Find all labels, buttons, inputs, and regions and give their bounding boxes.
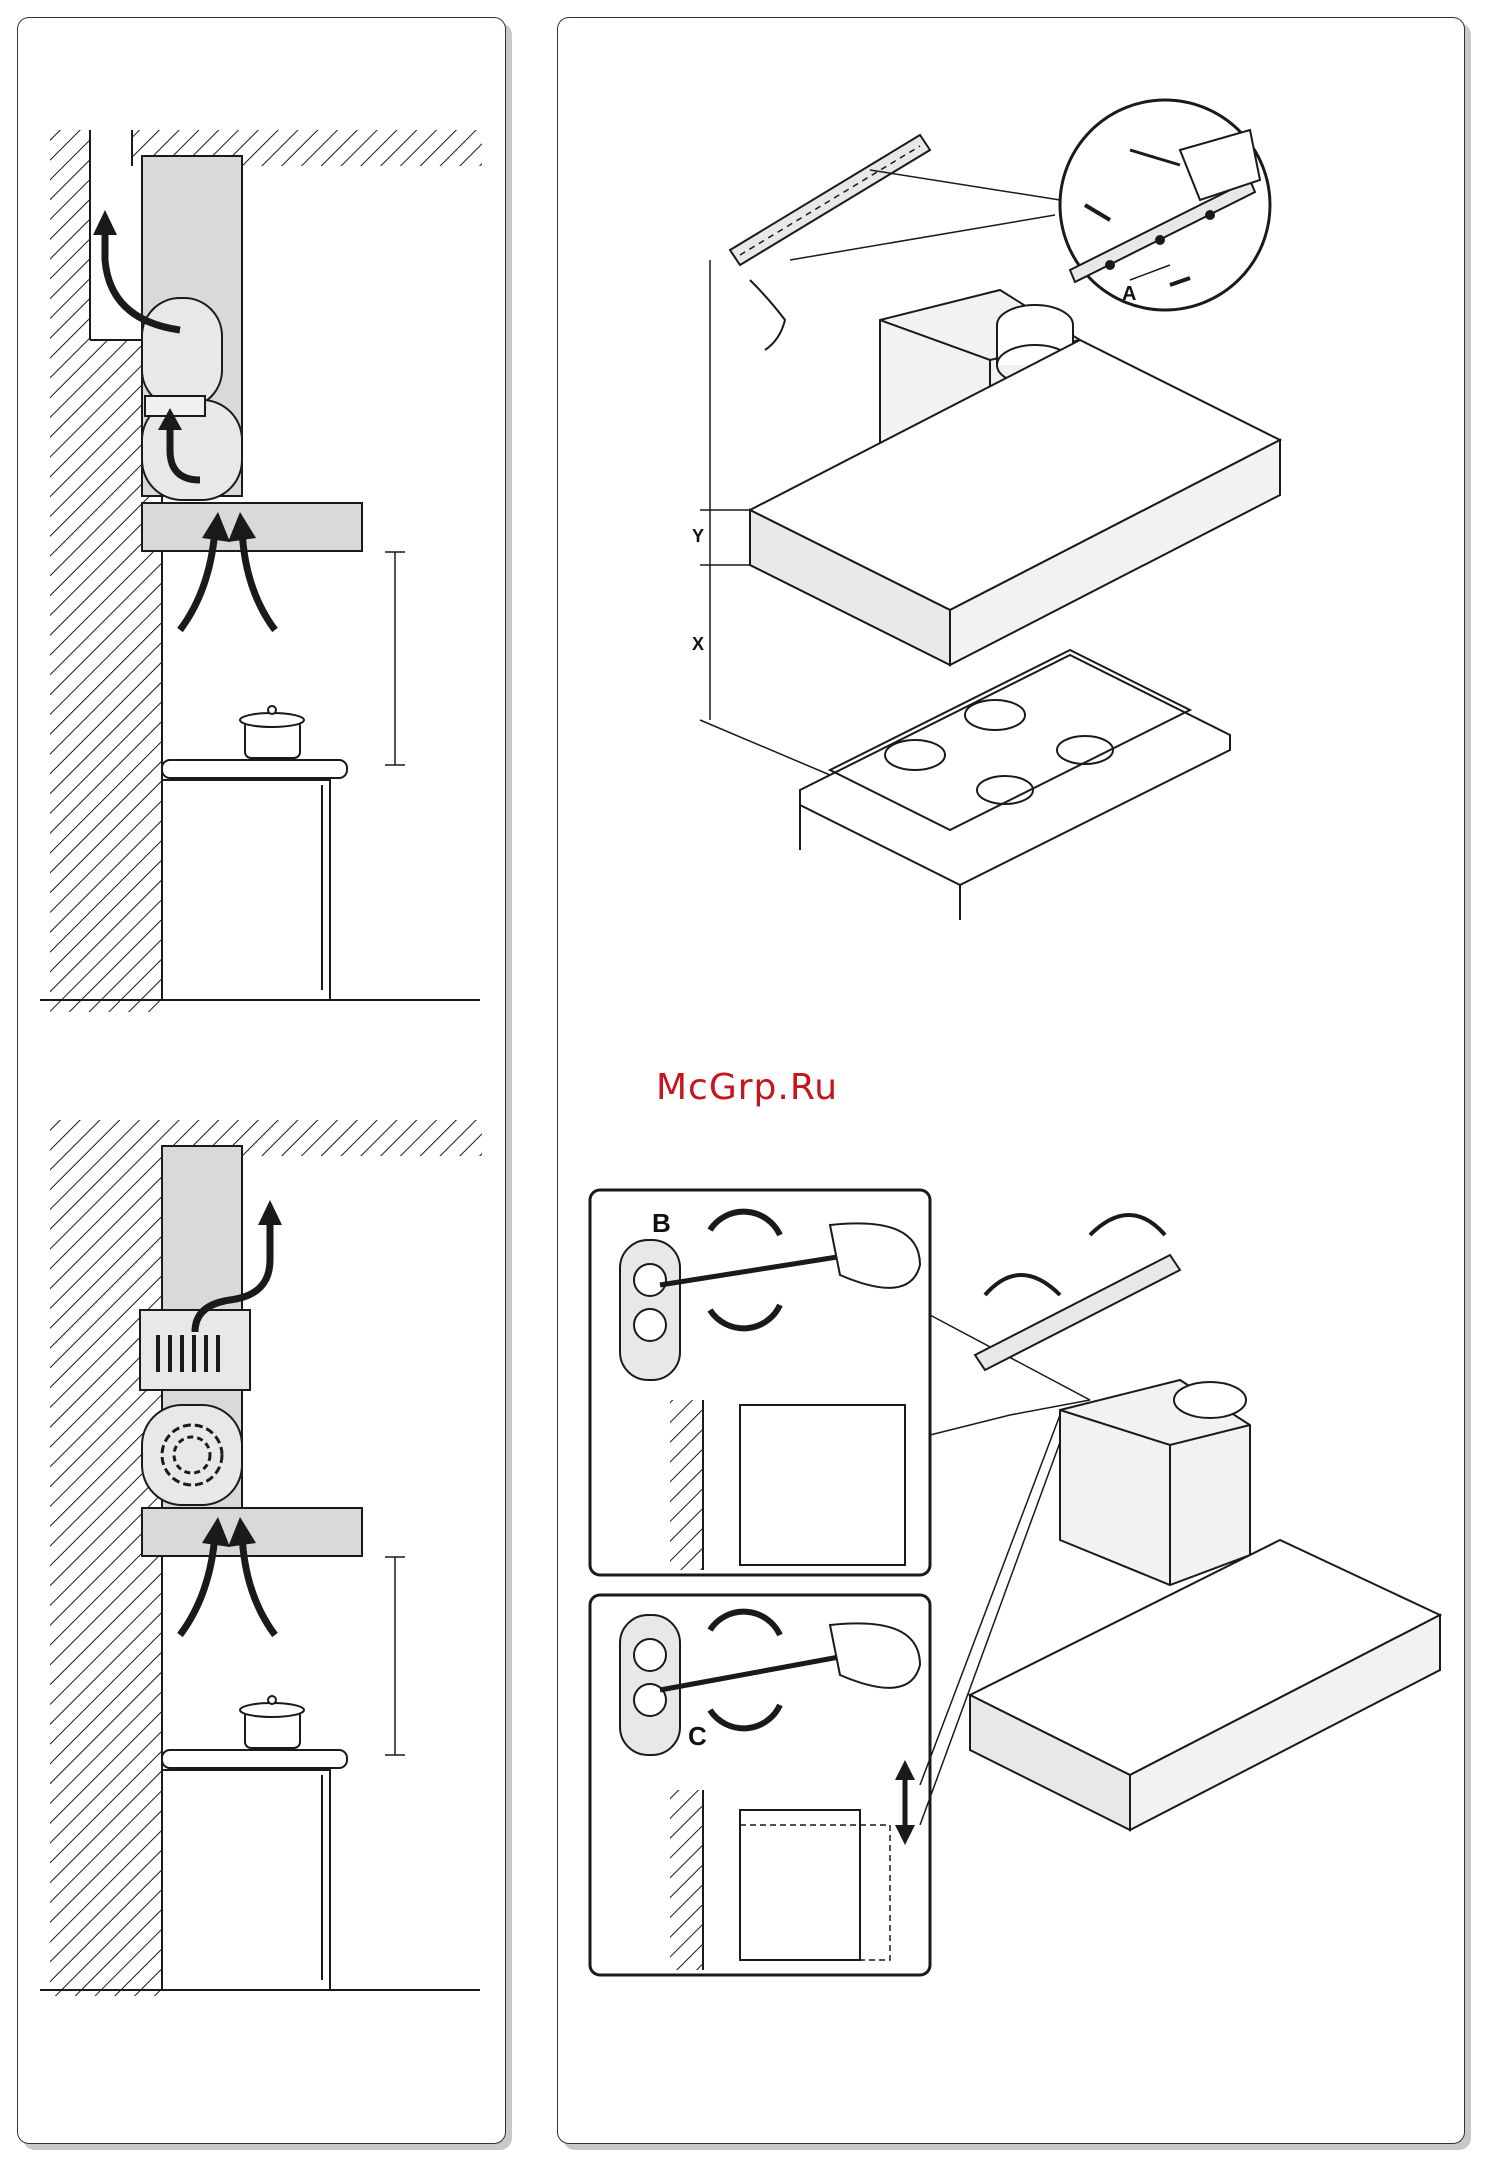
hood-side-b: [740, 1405, 905, 1565]
outlet-collar: [1174, 1382, 1246, 1418]
wall-mounting-figure: A Y X: [690, 110, 1390, 930]
cooker-body: [162, 780, 330, 1000]
upper-wall-hatch: [50, 130, 90, 340]
wall-bracket: [975, 1255, 1180, 1370]
ducted-mode-figure: [30, 120, 490, 1020]
hood-canopy: [142, 503, 362, 551]
recirculation-mode-figure: [30, 1110, 490, 2010]
rotate-arrow-icon: [985, 1275, 1060, 1295]
duct-bend: [142, 298, 222, 408]
watermark-text: McGrp.Ru: [656, 1067, 838, 1108]
ceiling-hatch: [50, 1120, 482, 1156]
dimension-label-y: Y: [692, 526, 704, 546]
hob-top: [162, 760, 347, 778]
part-label-c: C: [688, 1721, 707, 1751]
detail-magnifier: [1060, 100, 1270, 310]
spirit-level: [730, 135, 930, 265]
wall-hatch: [50, 1156, 162, 1996]
cooker-body: [162, 1770, 330, 1990]
bracket-adjustment-figure: B C: [590, 1185, 1450, 1985]
hand-marking-icon: [750, 280, 785, 350]
hob-top: [162, 1750, 347, 1768]
hood-side-c: [740, 1810, 860, 1960]
part-label-a: A: [1122, 283, 1136, 305]
part-label-b: B: [652, 1208, 671, 1238]
dimension-label-x: X: [692, 634, 704, 654]
motor-housing: [142, 1405, 242, 1505]
hood-canopy: [142, 1508, 362, 1556]
